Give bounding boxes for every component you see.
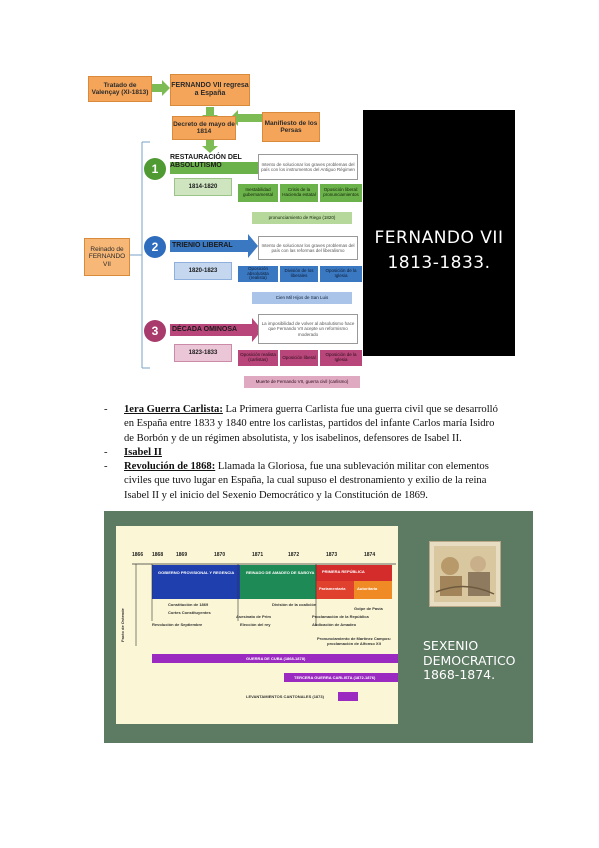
- panel-title: FERNANDO VII: [374, 228, 504, 248]
- tl-year: 1874: [364, 552, 376, 558]
- tl-year: 1872: [288, 552, 300, 558]
- block-parlamentaria: Parlamentaria: [319, 586, 346, 591]
- list-dash: -: [104, 461, 108, 473]
- stage-3-title: DÉCADA OMINOSA: [172, 326, 238, 333]
- event-prim: Asesinato de Prim: [236, 614, 271, 619]
- panel-years: 1813-1833.: [387, 253, 491, 273]
- stage-1-title: RESTAURACIÓN DEL ABSOLUTISMO: [170, 154, 242, 169]
- tl-year: 1870: [214, 552, 226, 558]
- stage-2-sub-1: Oposición absolutista (realista): [238, 266, 278, 282]
- event-ostende: Pacto de Ostende: [120, 608, 125, 642]
- stage-3-sub-3: Oposición de la Iglesia: [320, 350, 362, 366]
- list-item-text: Llamada la Gloriosa, fue una sublevación…: [124, 461, 489, 501]
- stage-3-number: 3: [144, 320, 166, 342]
- stage-1-sub-1: Inestabilidad gubernamental: [238, 184, 278, 202]
- list-item-heading: 1era Guerra Carlista:: [124, 404, 223, 415]
- tl-year: 1866: [132, 552, 144, 558]
- event-abdicacion: Abdicación de Amadeo: [312, 622, 357, 627]
- list-item: - Revolución de 1868: Llamada la Glorios…: [104, 460, 504, 503]
- event-eleccion: Elección del rey: [240, 622, 271, 627]
- stage-1-result: pronunciamiento de Riego (1820): [252, 212, 352, 224]
- event-cortes: Cortes Constituyentes: [168, 610, 211, 615]
- stage-2-title: TRIENIO LIBERAL: [172, 242, 233, 249]
- timeline-graphics: [132, 563, 398, 701]
- stage-3-result: Muerte de Fernando VII, guerra civil (ca…: [244, 376, 360, 388]
- fernando-regresa-box: FERNANDO VII regresa a España: [170, 74, 250, 106]
- event-division: División de la coalición: [272, 602, 317, 607]
- decreto-box: Decreto de mayo de 1814: [172, 116, 236, 140]
- stage-2-desc: Intento de solucionar los graves problem…: [258, 236, 358, 260]
- stage-1-sub-2: Crisis de la Hacienda estatal: [280, 184, 318, 202]
- tl-year: 1873: [326, 552, 338, 558]
- event-revolucion: Revolución de Septiembre: [152, 622, 203, 627]
- stage-2-number: 2: [144, 236, 166, 258]
- manifiesto-box: Manifiesto de los Persas: [262, 112, 320, 142]
- illustration-graphic: [434, 546, 496, 602]
- sexenio-timeline: 1866 1868 1869 1870 1871 1872 1873 1874 …: [116, 526, 398, 724]
- stage-2-years: 1820-1823: [174, 262, 232, 280]
- stage-3-desc: La imposibilidad de volver al absolutism…: [258, 314, 358, 344]
- tl-year: 1871: [252, 552, 264, 558]
- stage-2-sub-3: Oposición de la Iglesia: [320, 266, 362, 282]
- list-item-text: La Primera guerra Carlista fue una guerr…: [124, 404, 498, 444]
- sexenio-line-3: 1868-1874.: [423, 667, 496, 682]
- tl-year: 1868: [152, 552, 164, 558]
- list-item-heading: Revolución de 1868:: [124, 461, 216, 473]
- sexenio-title: SEXENIO DEMOCRATICO 1868-1874.: [423, 638, 516, 683]
- stage-3-sub-2: Oposición liberal: [280, 350, 318, 366]
- fernando-vii-diagram: Tratado de Valençay (XI-1813) FERNANDO V…: [80, 70, 365, 390]
- event-constitucion: Constitución de 1869: [168, 602, 209, 607]
- event-proclamacion: Proclamación de la República: [312, 614, 369, 619]
- list-dash: -: [104, 446, 108, 458]
- list-item-heading: Isabel II: [124, 446, 162, 458]
- stage-1-sub-3: Oposición liberal: pronunciamientos: [320, 184, 362, 202]
- war-cantonales: LEVANTAMIENTOS CANTONALES (1873): [246, 694, 324, 699]
- tl-year: 1869: [176, 552, 188, 558]
- event-martinez-campos: Pronunciamiento de Martínez Campos: proc…: [316, 636, 391, 646]
- stage-2-result: Cien Mil Hijos de San Luis: [252, 292, 352, 304]
- list-dash: -: [104, 404, 108, 415]
- sexenio-line-1: SEXENIO: [423, 638, 479, 653]
- stage-1-number: 1: [144, 158, 166, 180]
- war-cuba: GUERRA DE CUBA (1868-1878): [246, 656, 306, 661]
- list-item: - 1era Guerra Carlista: La Primera guerr…: [104, 403, 504, 446]
- stage-2-sub-2: División de los liberales: [280, 266, 318, 282]
- block-republica: PRIMERA REPÚBLICA: [322, 569, 365, 574]
- stage-1-years: 1814-1820: [174, 178, 232, 196]
- reinado-box: Reinado de FERNANDO VII: [84, 238, 130, 276]
- fernando-title-panel: FERNANDO VII 1813-1833.: [363, 110, 515, 356]
- event-pavia: Golpe de Pavía: [354, 606, 383, 611]
- sexenio-line-2: DEMOCRATICO: [423, 652, 516, 668]
- stage-3-sub-1: Oposición realista (carlistas): [238, 350, 278, 366]
- tratado-box: Tratado de Valençay (XI-1813): [88, 76, 152, 102]
- block-amadeo: REINADO DE AMADEO DE SABOYA: [246, 570, 315, 575]
- stage-3-years: 1823-1833: [174, 344, 232, 362]
- diagram-connectors: [127, 80, 268, 369]
- historical-illustration: [429, 541, 501, 607]
- stage-1-desc: Intento de solucionar los graves problem…: [258, 154, 358, 180]
- list-item: - Isabel II: [104, 446, 504, 460]
- topic-list: - 1era Guerra Carlista: La Primera guerr…: [104, 403, 504, 503]
- block-autoritaria: Autoritaria: [357, 586, 378, 591]
- block-gobierno: GOBIERNO PROVISIONAL Y REGENCIA: [158, 570, 235, 575]
- war-carlista: TERCERA GUERRA CARLISTA (1872-1876): [294, 675, 376, 680]
- sexenio-panel: 1866 1868 1869 1870 1871 1872 1873 1874 …: [104, 511, 533, 743]
